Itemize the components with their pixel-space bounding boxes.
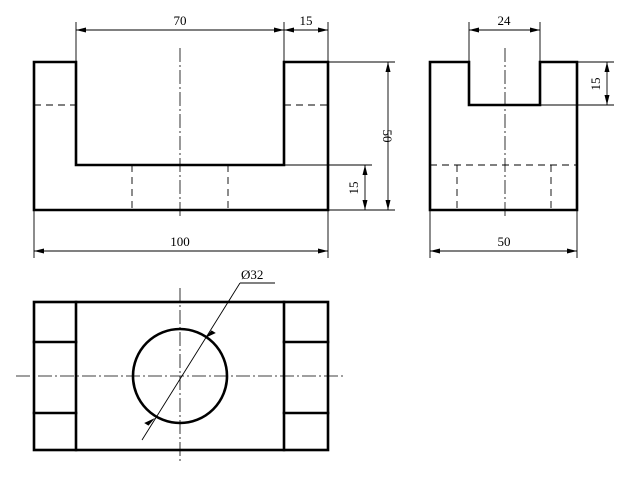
dim-text-50-height: 50 xyxy=(380,130,395,143)
arrowhead xyxy=(205,330,216,338)
dim-line-diameter xyxy=(141,282,241,441)
dim-text-70: 70 xyxy=(174,13,187,28)
dim-text-15-slot: 15 xyxy=(588,78,603,91)
arrowhead xyxy=(385,200,391,210)
arrowhead xyxy=(362,200,368,210)
dim-text-100: 100 xyxy=(170,234,190,249)
arrowhead xyxy=(284,27,294,33)
dim-text-15-base: 15 xyxy=(346,182,361,195)
arrowhead xyxy=(430,248,440,254)
side-view: 24 15 50 xyxy=(428,13,614,258)
side-view-outline xyxy=(428,60,579,212)
arrowhead xyxy=(76,27,86,33)
dim-text-15-wall: 15 xyxy=(300,13,313,28)
dim-text-diameter: Ø32 xyxy=(241,267,263,282)
dim-text-24: 24 xyxy=(498,13,512,28)
front-view: 70 15 50 15 100 xyxy=(32,13,395,258)
arrowhead xyxy=(362,165,368,175)
arrowhead xyxy=(385,62,391,72)
front-view-outline xyxy=(32,60,330,212)
dim-text-50-side: 50 xyxy=(498,234,511,249)
arrowhead xyxy=(144,418,155,426)
arrowhead xyxy=(318,248,328,254)
arrowhead xyxy=(274,27,284,33)
arrowhead xyxy=(567,248,577,254)
arrowhead xyxy=(318,27,328,33)
arrowhead xyxy=(469,27,479,33)
arrowhead xyxy=(604,95,610,105)
top-view: Ø32 xyxy=(16,267,344,462)
arrowhead xyxy=(530,27,540,33)
arrowhead xyxy=(604,62,610,72)
arrowhead xyxy=(34,248,44,254)
